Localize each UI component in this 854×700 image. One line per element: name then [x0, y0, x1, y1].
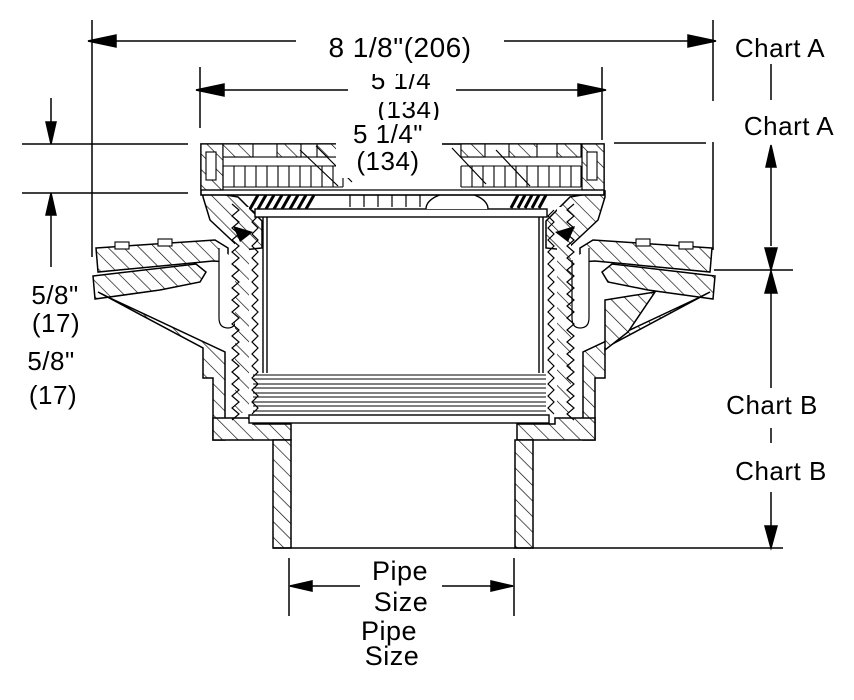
dimension-lines [22, 20, 793, 616]
left-stem-thread-inner [251, 209, 259, 415]
strainer-hatch-strokes [299, 145, 531, 187]
arrow-right-icon [490, 580, 514, 592]
bucket-walls [262, 217, 544, 373]
strainer-slots-right [460, 166, 582, 187]
left-clamp-channel [218, 248, 237, 329]
left-pipe-wall [272, 439, 292, 549]
strainer-width-label-clipped: (134) [377, 94, 440, 124]
left-clamp-accent [233, 226, 253, 242]
right-clamp-channel [571, 248, 590, 329]
right-stem-thread-inner [547, 209, 555, 415]
drain-body [92, 143, 716, 549]
overall-width-label: 8 1/8"(206) [328, 32, 471, 63]
arrow-up-icon [45, 192, 57, 216]
right-flange-notch [678, 241, 694, 250]
arrow-right-icon [687, 34, 717, 48]
left-flange-notch [114, 241, 130, 250]
right-clamp-accent [555, 226, 575, 242]
chart-a-label: Chart A [735, 33, 825, 63]
chart-b-label: Chart B [735, 456, 827, 486]
strainer-height-label: 5/8" [31, 280, 78, 310]
strainer-width-ext-lines [199, 67, 603, 140]
arrow-right-icon [577, 83, 607, 97]
dimension-labels: 8 1/8"(206) 5 1/4 (134) 5 1/4" (134) Cha… [27, 30, 852, 671]
strainer-width-label: 5 1/4" [353, 119, 423, 149]
right-stem-thread [566, 203, 575, 421]
pipe-size-label: Size [374, 587, 429, 617]
pipe-size-ext-lines [288, 558, 515, 616]
strainer-height-label: (17) [32, 308, 80, 338]
left-flange-notch [157, 238, 173, 247]
right-body-step [516, 417, 596, 441]
strainer-width-label-clipped: 5 1/4 [371, 65, 431, 95]
bucket-threads [253, 374, 546, 412]
strainer-height-ref-lines [22, 143, 188, 194]
left-flange-lower [92, 263, 207, 300]
chart-b-label: Chart B [726, 390, 818, 420]
pipe-size-label: Pipe [361, 616, 417, 646]
left-body-wall [97, 291, 226, 441]
strainer-width-label: (134) [356, 146, 419, 176]
pipe-size-label: Pipe [372, 556, 428, 586]
left-stem-thread [231, 203, 240, 421]
arrow-up-icon [765, 144, 777, 168]
right-flange-lower [601, 263, 716, 300]
bucket-top-plate [254, 208, 548, 218]
right-body-funnel [604, 290, 657, 352]
arrow-left-icon [87, 34, 117, 48]
chart-a-label: Chart A [744, 111, 834, 141]
right-flange-notch [635, 238, 651, 247]
bucket-bottom-rim [248, 414, 550, 424]
right-body-wall [582, 291, 711, 441]
arrow-left-icon [289, 580, 313, 592]
right-pipe-wall [514, 439, 534, 549]
arrow-down-icon [45, 121, 57, 145]
left-knurl-marks [248, 194, 316, 210]
strainer-height-label: (17) [29, 380, 77, 410]
strainer-slots-left [222, 166, 344, 187]
strainer-height-label: 5/8" [27, 346, 74, 376]
right-knurl-marks [509, 194, 548, 209]
arrow-down-icon [764, 247, 778, 273]
arrow-up-icon [764, 268, 778, 294]
pipe-size-label: Size [365, 641, 420, 671]
arrow-left-icon [195, 83, 225, 97]
arrow-down-icon [764, 525, 778, 551]
plate-ticks [349, 193, 421, 207]
